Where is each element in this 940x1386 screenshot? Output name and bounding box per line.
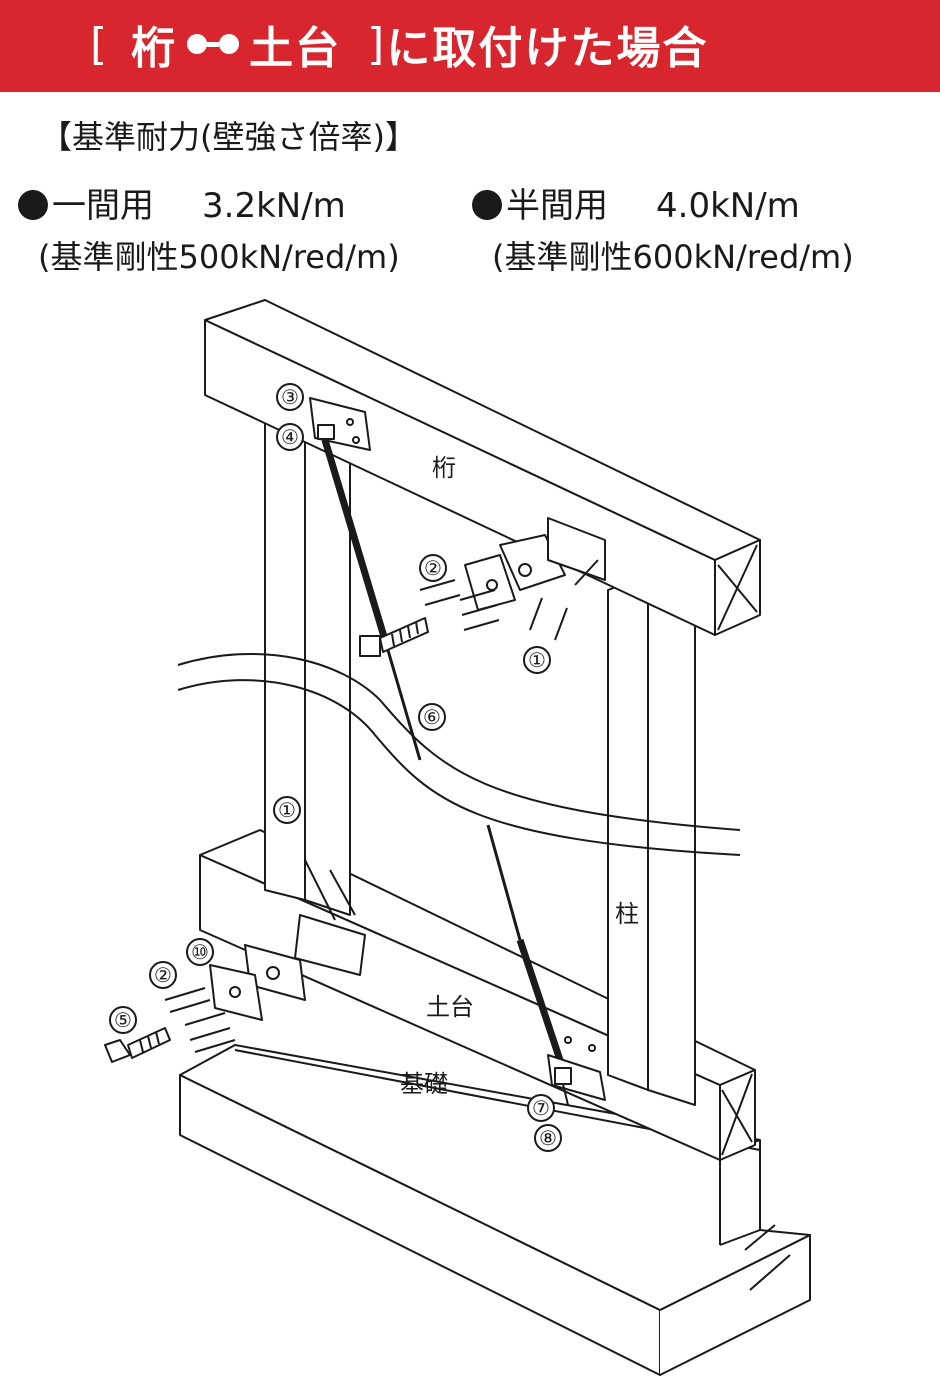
spec-ikken: 一間用 3.2kN/m xyxy=(18,178,346,227)
plate-bottom-right xyxy=(547,1036,606,1106)
callout-6: ⑥ xyxy=(423,705,441,729)
connector-dots-icon xyxy=(187,34,240,54)
spec-hanken: 半間用 4.0kN/m xyxy=(472,178,800,227)
title-bracket-close: ] xyxy=(367,18,387,70)
subtitle: 【基準耐力(壁強さ倍率)】 xyxy=(40,118,417,156)
spec-name: 一間用 xyxy=(52,186,154,226)
callout-5: ⑤ xyxy=(114,1008,132,1032)
title-banner: [ 桁 土台 ] に取付けた場合 xyxy=(0,0,940,92)
label-foundation: 基礎 xyxy=(400,1070,448,1098)
connector-lower xyxy=(164,859,366,1053)
foundation xyxy=(179,1044,811,1376)
label-sill: 土台 xyxy=(426,993,474,1021)
spec-name: 半間用 xyxy=(506,186,608,226)
spec-strength: 4.0kN/m xyxy=(656,186,800,226)
callout-1-lower: ① xyxy=(278,798,296,822)
callout-10: ⑩ xyxy=(191,940,209,964)
post-left xyxy=(264,407,351,916)
callout-7: ⑦ xyxy=(532,1096,550,1120)
turnbuckle-fitting xyxy=(359,617,429,657)
bolt-anchor xyxy=(104,1027,171,1063)
title-bracket-open: [ xyxy=(90,18,110,70)
callout-4: ④ xyxy=(281,425,299,449)
plate-top-left xyxy=(309,397,371,451)
brace-rod xyxy=(321,438,569,1077)
title-member-top: 桁 xyxy=(131,23,178,74)
bullet-icon xyxy=(18,190,48,220)
title-suffix: に取付けた場合 xyxy=(386,23,709,74)
spec-stiffness-hanken: (基準剛性600kN/red/m) xyxy=(492,238,854,276)
callout-1-upper: ① xyxy=(528,648,546,672)
callout-2-upper: ② xyxy=(424,556,442,580)
callout-2-lower: ② xyxy=(154,963,172,987)
bullet-icon xyxy=(472,190,502,220)
callout-3: ③ xyxy=(281,385,299,409)
title-member-bottom: 土台 xyxy=(249,23,342,74)
label-post: 柱 xyxy=(615,900,639,928)
callouts: ① ② ③ ④ ⑤ ⑥ ① ⑦ ⑧ ⑩ ② xyxy=(109,383,562,1152)
post-right xyxy=(607,574,696,1106)
page-title: [ 桁 土台 ] に取付けた場合 xyxy=(90,12,708,76)
label-beam: 桁 xyxy=(432,454,456,482)
spec-strength: 3.2kN/m xyxy=(202,186,346,226)
spec-stiffness-ikken: (基準剛性500kN/red/m) xyxy=(38,238,400,276)
callout-8: ⑧ xyxy=(539,1126,557,1150)
connector-upper xyxy=(419,517,606,641)
